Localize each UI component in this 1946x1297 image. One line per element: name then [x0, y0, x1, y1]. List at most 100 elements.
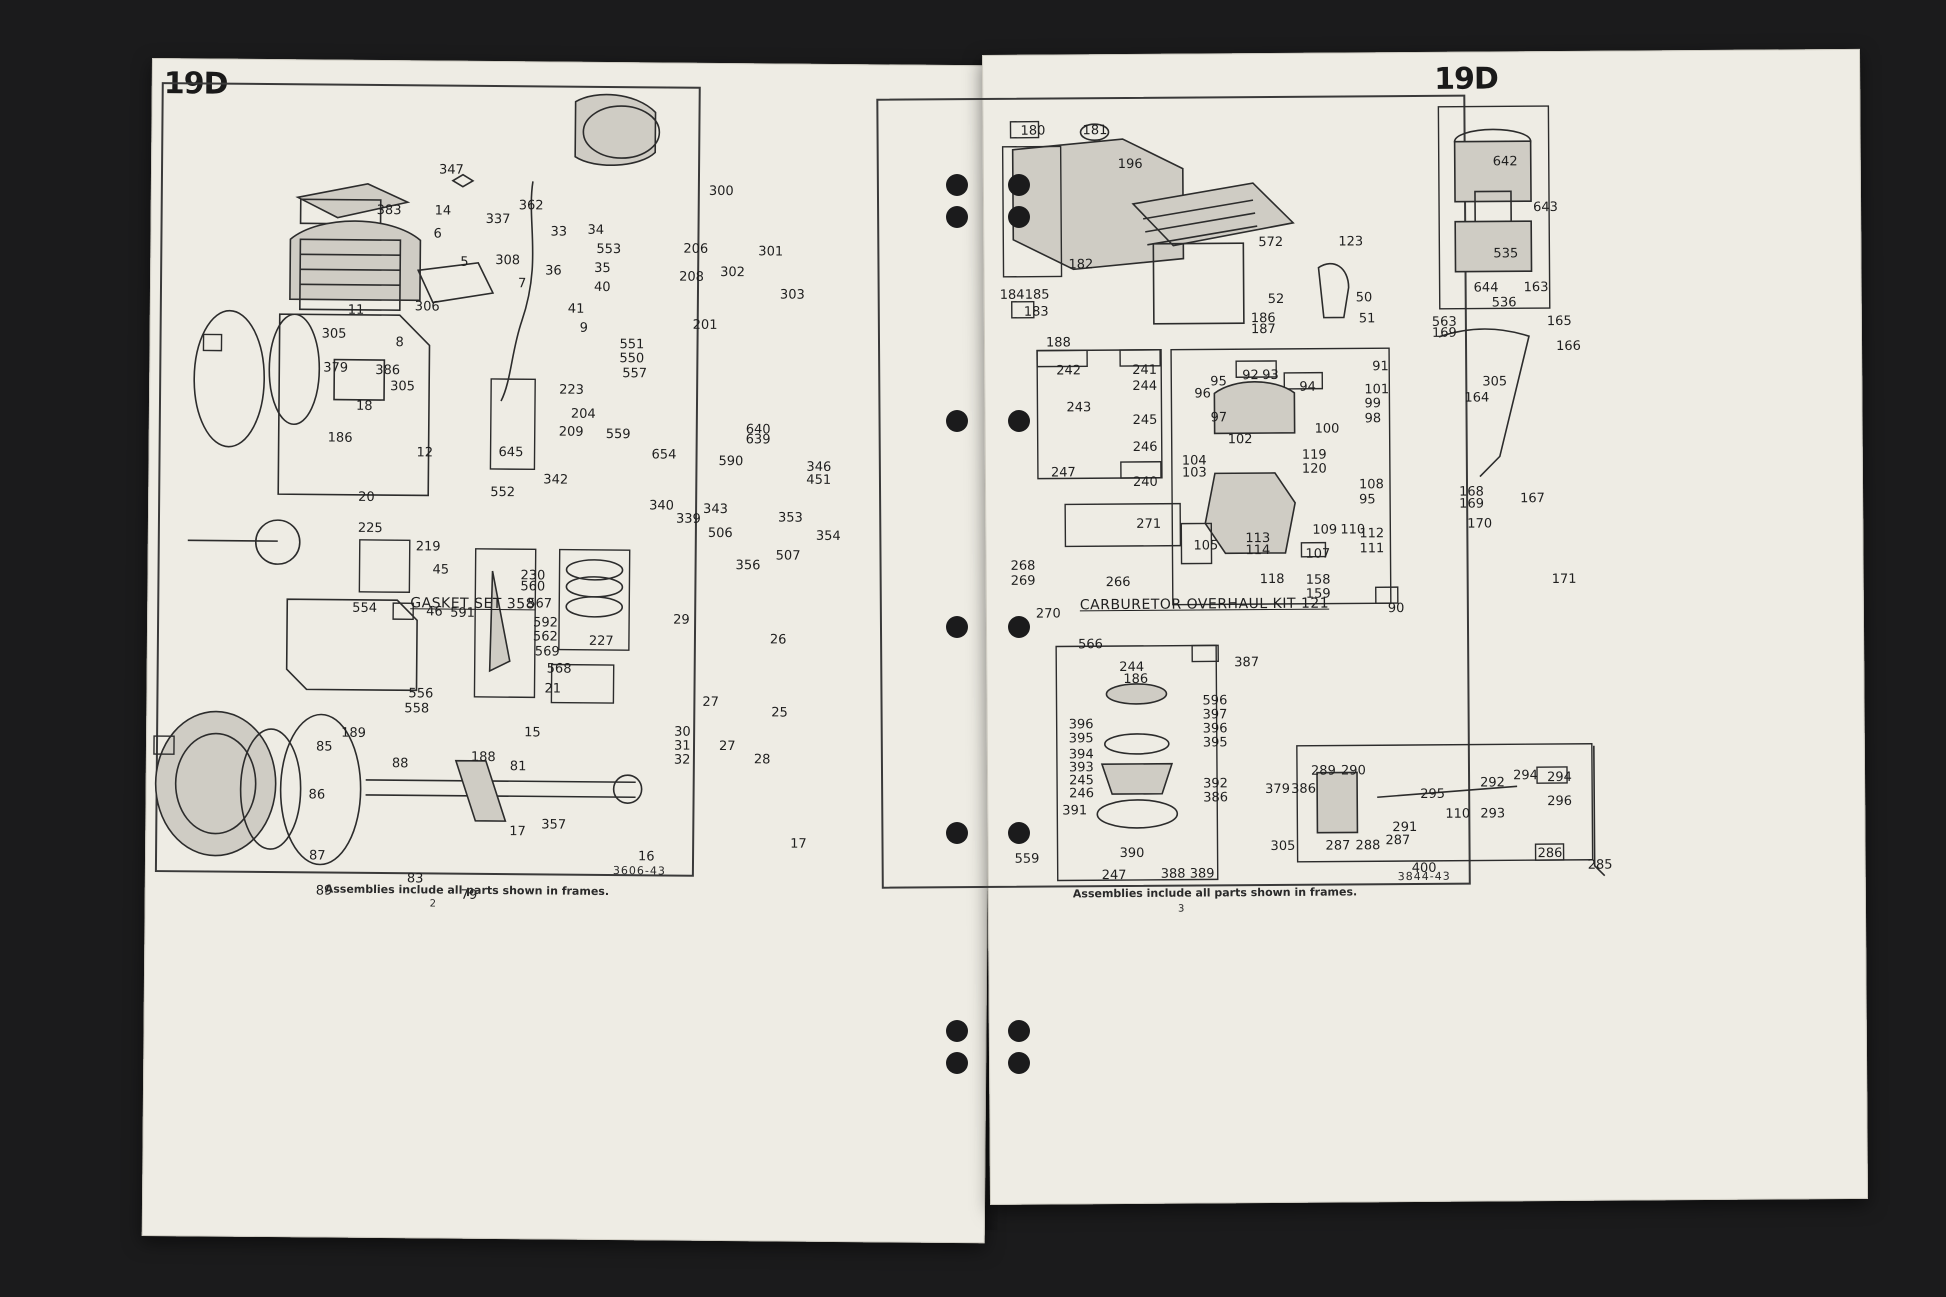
part-number-callout: 395 — [1202, 735, 1228, 751]
part-number-callout: 551 — [619, 337, 645, 353]
part-number-callout: 8 — [395, 335, 404, 351]
part-number-callout: 25 — [771, 705, 788, 721]
part-number-callout: 95 — [1359, 492, 1376, 508]
part-number-callout: 209 — [558, 424, 584, 440]
part-number-callout: 225 — [357, 520, 383, 537]
part-number-callout: 41 — [567, 301, 585, 317]
part-number-callout: 390 — [1119, 845, 1145, 862]
part-number-callout: 572 — [1258, 234, 1284, 251]
part-number-callout: 51 — [1358, 311, 1376, 327]
part-number-callout: 566 — [1078, 637, 1104, 653]
part-number-callout: 392 — [1203, 776, 1228, 792]
part-number-callout: 387 — [1234, 655, 1260, 671]
part-number-callout: 100 — [1314, 421, 1340, 437]
part-number-callout: 568 — [546, 661, 572, 677]
part-number-callout: 119 — [1301, 447, 1327, 463]
part-number-callout: 396 — [1202, 721, 1228, 737]
part-number-callout: 27 — [702, 694, 720, 710]
binder-hole — [946, 822, 968, 844]
part-number-callout: 186 — [1123, 671, 1149, 688]
part-number-callout: 188 — [470, 749, 496, 766]
part-number-callout: 559 — [605, 426, 631, 443]
part-number-callout: 5 — [460, 254, 469, 270]
part-number-callout: 342 — [543, 472, 569, 488]
part-number-callout: 246 — [1069, 786, 1095, 802]
part-number-callout: 9 — [579, 320, 589, 336]
part-number-callout: 645 — [498, 445, 524, 461]
part-number-callout: 300 — [708, 183, 734, 200]
part-number-callout: 536 — [1491, 295, 1517, 311]
part-number-callout: 16 — [637, 849, 655, 865]
part-number-callout: 17 — [509, 824, 526, 840]
part-number-callout: 271 — [1136, 516, 1162, 532]
part-number-callout: 639 — [745, 432, 771, 448]
part-number-callout: 362 — [518, 198, 544, 214]
drawing-number: 3844-43 — [1397, 869, 1451, 884]
part-number-callout: 223 — [559, 382, 585, 398]
part-number-callout: 6 — [433, 226, 442, 242]
part-number-callout: 294 — [1547, 769, 1572, 786]
part-number-callout: 118 — [1259, 571, 1285, 588]
part-number-callout: 389 — [1189, 866, 1215, 882]
fuel-system-exploded-diagram — [1001, 105, 1606, 882]
part-number-callout: 305 — [1270, 838, 1296, 855]
part-number-callout: 183 — [1023, 304, 1049, 320]
part-number-callout: 180 — [1020, 123, 1046, 139]
binder-hole — [946, 206, 968, 228]
part-number-callout: 11 — [347, 302, 365, 318]
binder-hole — [946, 174, 968, 196]
part-number-callout: 170 — [1467, 516, 1493, 532]
part-number-callout: 103 — [1181, 465, 1207, 481]
part-number-callout: 347 — [438, 162, 464, 178]
part-number-callout: 287 — [1385, 833, 1411, 849]
part-number-callout: 28 — [753, 752, 771, 768]
part-number-callout: 32 — [673, 752, 691, 768]
part-number-callout: 535 — [1493, 246, 1519, 262]
part-number-callout: 306 — [414, 299, 440, 315]
part-number-callout: 123 — [1338, 234, 1364, 250]
part-number-callout: 386 — [1203, 790, 1229, 806]
part-number-callout: 292 — [1480, 775, 1505, 791]
part-number-callout: 301 — [758, 244, 784, 260]
part-number-callout: 50 — [1355, 290, 1373, 306]
part-number-callout: 552 — [490, 484, 516, 501]
part-number-callout: 557 — [622, 366, 648, 382]
binder-hole — [1008, 410, 1030, 432]
part-number-callout: 18 — [355, 398, 373, 414]
binder-hole — [1008, 206, 1030, 228]
part-number-callout: 108 — [1358, 477, 1384, 493]
part-number-callout: 285 — [1587, 857, 1613, 873]
part-number-callout: 159 — [1305, 586, 1331, 602]
part-number-callout: 31 — [673, 738, 691, 754]
part-number-callout: 98 — [1364, 411, 1382, 427]
part-number-callout: 171 — [1551, 571, 1577, 588]
part-number-callout: 87 — [308, 848, 326, 864]
part-number-callout: 353 — [777, 510, 803, 526]
part-number-callout: 303 — [779, 287, 805, 303]
part-number-callout: 294 — [1512, 768, 1538, 784]
part-number-callout: 158 — [1305, 572, 1331, 588]
part-number-callout: 642 — [1492, 154, 1518, 170]
part-number-callout: 167 — [1520, 491, 1545, 507]
part-number-callout: 33 — [550, 224, 568, 240]
part-number-callout: 219 — [415, 539, 441, 555]
part-number-callout: 105 — [1193, 538, 1219, 554]
part-number-callout: 550 — [619, 351, 645, 367]
part-number-callout: 114 — [1245, 542, 1271, 559]
engine-exploded-diagram — [153, 93, 661, 866]
part-number-callout: 288 — [1355, 838, 1381, 854]
carb-kit-heading: CARBURETOR OVERHAUL KIT 121 — [1079, 595, 1330, 614]
binder-hole — [946, 616, 968, 638]
part-number-callout: 243 — [1066, 400, 1092, 416]
part-number-callout: 20 — [358, 489, 375, 505]
part-number-callout: 107 — [1305, 546, 1331, 562]
part-number-callout: 241 — [1132, 362, 1158, 378]
part-number-callout: 507 — [775, 548, 801, 564]
part-number-callout: 591 — [450, 605, 476, 621]
part-number-callout: 244 — [1132, 378, 1158, 394]
part-number-callout: 14 — [434, 203, 452, 219]
part-number-callout: 26 — [769, 632, 787, 648]
part-number-callout: 208 — [679, 269, 705, 285]
part-number-callout: 388 — [1160, 866, 1186, 882]
part-number-callout: 268 — [1010, 558, 1036, 574]
